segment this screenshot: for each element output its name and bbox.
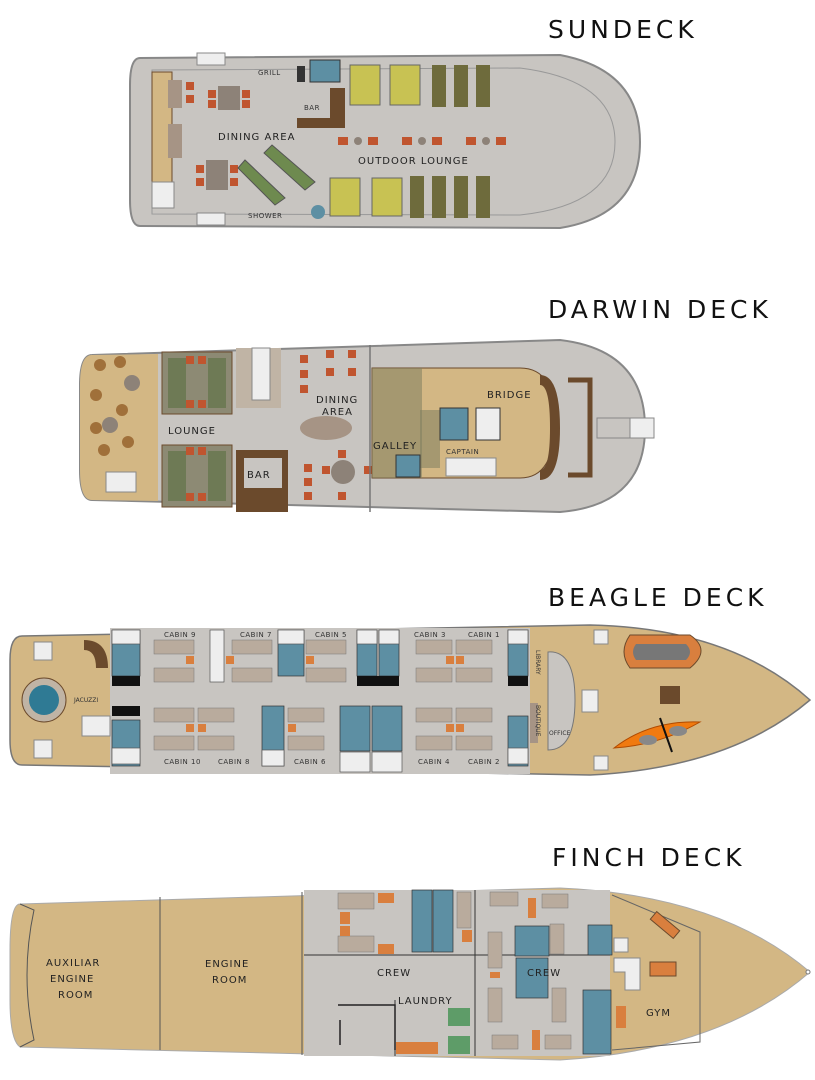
laundry-label: LAUNDRY <box>398 996 453 1007</box>
lounge-label: LOUNGE <box>168 426 216 437</box>
darwin-deck-title: DARWIN DECK <box>548 295 772 324</box>
dining-area-label: DINING AREA <box>218 132 295 143</box>
grill-label: GRILL <box>258 69 281 77</box>
beagle-deck: BEAGLE DECK JACUZZI <box>9 583 812 776</box>
sundeck: SUNDECK GRILL BAR DINING AREA <box>129 15 698 230</box>
cabin-6-label: CABIN 6 <box>294 758 326 766</box>
finch-deck-title: FINCH DECK <box>552 843 746 872</box>
jacuzzi-icon <box>29 685 59 715</box>
cabin-10-label: CABIN 10 <box>164 758 201 766</box>
bar-label: BAR <box>247 470 271 481</box>
bridge-label: BRIDGE <box>487 390 532 401</box>
engine-room-label-2: ROOM <box>212 975 247 986</box>
cabin-1-label: CABIN 1 <box>468 631 500 639</box>
auxiliar-label-2: ENGINE <box>50 974 94 985</box>
shower-icon <box>311 205 325 219</box>
dining-table <box>206 160 228 190</box>
cabin-2-label: CABIN 2 <box>468 758 500 766</box>
cabin-8-label: CABIN 8 <box>218 758 250 766</box>
auxiliar-label-1: AUXILIAR <box>46 958 100 969</box>
bar-label: BAR <box>304 104 320 112</box>
captain-label: CAPTAIN <box>446 448 479 456</box>
dining-label-2: AREA <box>322 407 353 418</box>
bar-counter <box>297 88 345 128</box>
office-label: OFFICE <box>549 730 571 737</box>
engine-room-label-1: ENGINE <box>205 959 249 970</box>
treadmill <box>649 910 681 940</box>
library-label: LIBRARY <box>534 650 541 675</box>
dining-table <box>218 86 240 110</box>
beagle-deck-title: BEAGLE DECK <box>548 583 768 612</box>
crew-label-1: CREW <box>377 968 411 979</box>
cabin-4-label: CABIN 4 <box>418 758 450 766</box>
stairs <box>196 212 226 226</box>
gym-bench <box>649 961 677 977</box>
outdoor-lounge-label: OUTDOOR LOUNGE <box>358 156 469 167</box>
boutique-label: BOUTIQUE <box>534 705 541 737</box>
crew-label-2: CREW <box>527 968 561 979</box>
sundeck-title: SUNDECK <box>548 15 698 44</box>
stairs <box>196 52 226 66</box>
auxiliar-label-3: ROOM <box>58 990 93 1001</box>
cabin-7-label: CABIN 7 <box>240 631 272 639</box>
cabin-9-label: CABIN 9 <box>164 631 196 639</box>
round-table <box>331 460 355 484</box>
cabin-5-label: CABIN 5 <box>315 631 347 639</box>
jacuzzi-label: JACUZZI <box>73 697 98 704</box>
gym-label: GYM <box>646 1008 671 1019</box>
dining-label-1: DINING <box>316 395 358 406</box>
galley-label: GALLEY <box>373 441 417 452</box>
shower-label: SHOWER <box>248 212 282 220</box>
cabin-3-label: CABIN 3 <box>414 631 446 639</box>
finch-deck: FINCH DECK AUXILIAR ENGINE ROOM ENGINE R… <box>9 843 811 1061</box>
darwin-deck: DARWIN DECK LOUNGE BAR DINING AREA <box>79 295 772 514</box>
